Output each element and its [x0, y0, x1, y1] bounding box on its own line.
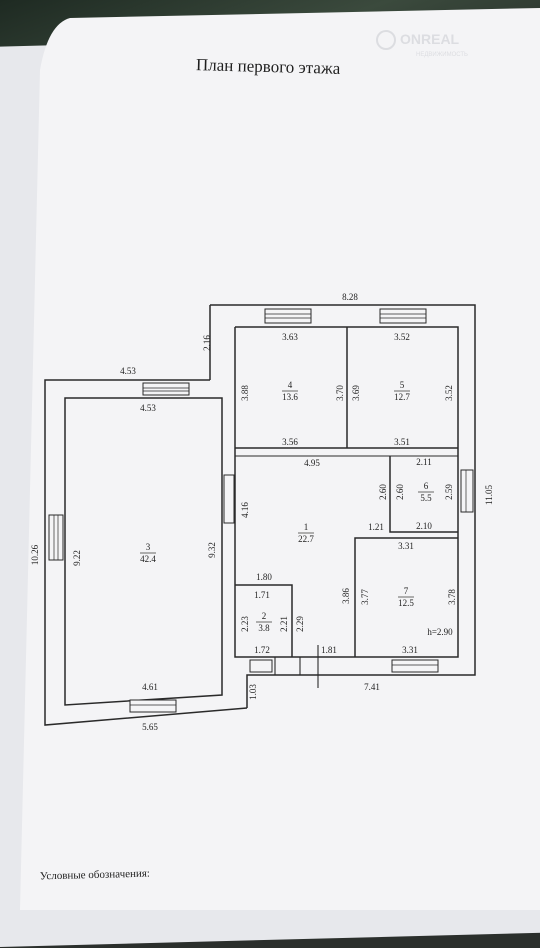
legend-title: Условные обозначения: [40, 868, 150, 883]
watermark: ONREAL НЕДВИЖИМОСТЬ [376, 30, 468, 58]
window-room-7 [391, 659, 439, 673]
room-1-area: 22.7 [298, 534, 314, 544]
dim-r2-top-a: 1.80 [256, 572, 272, 582]
dim-r5-top: 3.52 [394, 332, 410, 342]
window-room-3-top [142, 382, 190, 396]
dim-r4-right: 3.70 [335, 385, 345, 401]
room-3-area: 42.4 [140, 554, 156, 564]
dim-r3-right: 9.32 [207, 542, 217, 558]
window-top-4 [264, 308, 312, 324]
room-7-number: 7 [404, 586, 409, 596]
dim-r3-bottom: 4.61 [142, 682, 158, 692]
room-7-area: 12.5 [398, 598, 414, 608]
room-6-number: 6 [424, 481, 429, 491]
dim-r3-top: 4.53 [140, 403, 156, 413]
room-6-area: 5.5 [420, 493, 432, 503]
dim-r6-left-b: 2.60 [395, 484, 405, 500]
dim-r5-left: 3.69 [351, 385, 361, 401]
window-room-1 [223, 474, 235, 524]
dim-r2-left: 2.23 [240, 616, 250, 632]
dim-r4-bottom: 3.56 [282, 437, 298, 447]
dim-step-up: 2.16 [202, 335, 212, 351]
window-room-6 [460, 469, 474, 513]
watermark-tagline: НЕДВИЖИМОСТЬ [416, 52, 468, 58]
dim-r1-left: 4.16 [240, 502, 250, 518]
dim-overall-right: 11.05 [484, 485, 494, 505]
dim-overall-top: 8.28 [342, 292, 358, 302]
room-5-area: 12.7 [394, 392, 410, 402]
partition-room-6 [389, 456, 458, 533]
dim-r7-bottom: 3.31 [402, 645, 418, 655]
dim-r4-top: 3.63 [282, 332, 298, 342]
partition-room-2 [235, 584, 293, 657]
dim-r1-bottom: 1.81 [321, 645, 337, 655]
window-top-5 [379, 308, 427, 324]
dim-r3-left: 9.22 [72, 550, 82, 566]
dim-r1-top: 4.95 [304, 458, 320, 468]
room-3-number: 3 [146, 542, 151, 552]
dim-r2-top-b: 1.71 [254, 590, 270, 600]
dim-r6-right: 2.59 [444, 484, 454, 500]
dim-r2-right-a: 2.21 [279, 616, 289, 632]
dim-r7-top: 3.31 [398, 541, 414, 551]
inner-wall-right-block [234, 326, 459, 658]
dim-r5-right: 3.52 [444, 385, 454, 401]
window-room-2 [249, 659, 273, 673]
dim-r4-left: 3.88 [240, 385, 250, 401]
window-room-3-bottom [129, 699, 177, 713]
watermark-brand: ONREAL [400, 31, 460, 47]
dim-overall-left: 10.26 [30, 544, 40, 565]
dim-r1-notch: 1.21 [368, 522, 384, 532]
height-note: h=2.90 [427, 627, 453, 637]
dim-overall-bottom-right: 7.41 [364, 682, 380, 692]
room-4-number: 4 [288, 380, 293, 390]
room-1-number: 1 [304, 522, 309, 532]
dim-step-down: 1.03 [248, 684, 258, 700]
room-5-number: 5 [400, 380, 405, 390]
dim-r6-left-a: 2.60 [378, 484, 388, 500]
outer-wall-left-wing [44, 379, 248, 726]
dim-r7-right: 3.78 [447, 589, 457, 605]
dim-bottom-left: 5.65 [142, 722, 158, 732]
floor-plan-sheet: ONREAL НЕДВИЖИМОСТЬ План первого этажа [20, 8, 540, 910]
window-room-3-left [48, 514, 64, 561]
room-2-number: 2 [262, 611, 267, 621]
dim-r7-left: 3.77 [360, 589, 370, 605]
dim-r2-right-b: 2.29 [295, 616, 305, 632]
plan-title: План первого этажа [196, 55, 341, 78]
dim-r6-top: 2.11 [416, 457, 431, 467]
inner-wall-left-wing [64, 397, 223, 706]
room-2-area: 3.8 [258, 623, 270, 633]
dim-r5-bottom: 3.51 [394, 437, 410, 447]
outer-wall-right-block [210, 304, 476, 708]
watermark-logo-icon [376, 30, 396, 50]
room-4-area: 13.6 [282, 392, 298, 402]
dim-r1-right: 3.86 [341, 588, 351, 604]
dim-top-left-wing: 4.53 [120, 366, 136, 376]
paper [20, 8, 540, 910]
dim-r2-bottom: 1.72 [254, 645, 270, 655]
partition-room-7 [354, 537, 458, 657]
dim-r6-bottom: 2.10 [416, 521, 432, 531]
